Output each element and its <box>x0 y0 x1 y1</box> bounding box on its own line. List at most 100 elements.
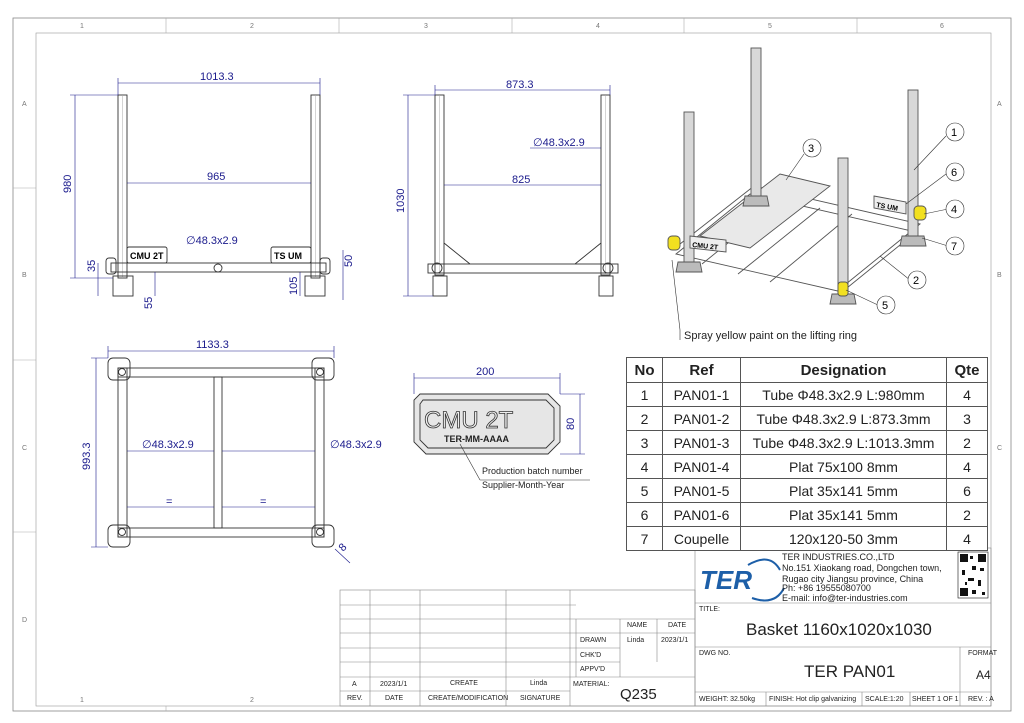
balloon-5: 5 <box>882 300 888 312</box>
plate-width: 200 <box>476 366 494 378</box>
bom-cell: Coupelle <box>662 526 741 551</box>
company-logo: TER <box>700 565 752 595</box>
bom-cell: 4 <box>626 454 663 479</box>
top-overall-depth: 993.3 <box>81 442 93 470</box>
company-name: TER INDUSTRIES.CO.,LTD <box>782 552 895 562</box>
zone-row-b-right: B <box>997 272 1002 279</box>
top-overall-width: 1133.3 <box>196 339 229 351</box>
bom-cell: Plat 75x100 8mm <box>740 454 947 479</box>
bom-cell: Tube Φ48.3x2.9 L:873.3mm <box>740 406 947 431</box>
bom-cell: Tube Φ48.3x2.9 L:1013.3mm <box>740 430 947 455</box>
bom-cell: 5 <box>626 478 663 503</box>
bom-cell: PAN01-5 <box>662 478 741 503</box>
revision-signer: Linda <box>530 680 548 687</box>
plate-note-supplier: Supplier-Month-Year <box>482 480 564 490</box>
title-label: TITLE: <box>699 606 721 613</box>
bom-header-ref: Ref <box>662 357 741 383</box>
balloon-4: 4 <box>951 204 957 216</box>
bom-header-designation: Designation <box>740 357 947 383</box>
name-label: NAME <box>627 622 648 629</box>
bom-cell: 120x120-50 3mm <box>740 526 947 551</box>
iso-plate-right: TS UM <box>876 202 899 213</box>
col-rev: REV. <box>347 695 363 702</box>
date-label: DATE <box>668 622 687 629</box>
zone-col-1-bottom: 1 <box>80 697 84 704</box>
zone-row-b: B <box>22 272 27 279</box>
revision-action: CREATE <box>450 680 478 687</box>
top-equal-right: = <box>260 496 266 508</box>
sheet-count: SHEET 1 OF 1 <box>912 696 959 703</box>
bom-cell: 4 <box>946 382 988 407</box>
bom-cell: PAN01-1 <box>662 382 741 407</box>
company-address-2: Rugao city Jiangsu province, China <box>782 574 924 584</box>
bom-cell: Tube Φ48.3x2.9 L:980mm <box>740 382 947 407</box>
side-tube-label: ∅48.3x2.9 <box>533 137 585 149</box>
finish: FINISH: Hot clip galvanizing <box>769 696 857 703</box>
bom-cell: 2 <box>626 406 663 431</box>
ter-logo-mark <box>747 558 785 602</box>
top-tube-right: ∅48.3x2.9 <box>330 439 382 451</box>
format-value: A4 <box>976 668 991 682</box>
front-foot-35: 35 <box>86 260 98 272</box>
bom-cell: 3 <box>626 430 663 455</box>
company-address-1: No.151 Xiaokang road, Dongchen town, <box>782 563 942 573</box>
col-date: DATE <box>385 695 404 702</box>
drawing-number: TER PAN01 <box>804 662 896 681</box>
zone-col-6: 6 <box>940 23 944 30</box>
zone-col-1: 1 <box>80 23 84 30</box>
front-foot-105: 105 <box>288 277 300 295</box>
qr-code <box>957 551 989 599</box>
side-height: 1030 <box>395 189 407 213</box>
zone-col-2-bottom: 2 <box>250 697 254 704</box>
front-foot-55: 55 <box>143 297 155 309</box>
plate-code: TER-MM-AAAA <box>444 434 509 444</box>
checked-label: CHK'D <box>580 652 602 659</box>
plate-detail <box>413 393 561 455</box>
iso-plate-left: CMU 2T <box>692 242 719 252</box>
front-view <box>105 94 331 297</box>
front-tube-label: ∅48.3x2.9 <box>186 235 238 247</box>
side-overall-width: 873.3 <box>506 79 534 91</box>
balloon-6: 6 <box>951 167 957 179</box>
front-height: 980 <box>62 175 74 193</box>
drawn-date: 2023/1/1 <box>661 637 689 644</box>
bom-header-no: No <box>626 357 663 383</box>
bom-cell: 4 <box>946 454 988 479</box>
bom-cell: 1 <box>626 382 663 407</box>
zone-col-3: 3 <box>424 23 428 30</box>
balloon-2: 2 <box>913 275 919 287</box>
front-foot-50: 50 <box>343 255 355 267</box>
bom-cell: 2 <box>946 430 988 455</box>
side-inner-width: 825 <box>512 174 530 186</box>
revision-a: A <box>352 681 357 688</box>
company-phone: Ph: +86 19555080700 <box>782 583 871 593</box>
zone-row-d: D <box>22 617 27 624</box>
side-view <box>427 94 619 297</box>
bom-cell: 6 <box>626 502 663 527</box>
plate-title: CMU 2T <box>424 407 514 434</box>
front-plate-right: TS UM <box>274 251 302 261</box>
plate-height: 80 <box>565 418 577 430</box>
balloon-7: 7 <box>951 241 957 253</box>
iso-paint-note: Spray yellow paint on the lifting ring <box>684 330 857 342</box>
drawn-label: DRAWN <box>580 637 607 644</box>
front-overall-width: 1013.3 <box>200 71 234 83</box>
dwg-no-label: DWG NO. <box>699 650 731 657</box>
bom-cell: 6 <box>946 478 988 503</box>
zone-col-5: 5 <box>768 23 772 30</box>
col-create-modification: CREATE/MODIFICATION <box>428 695 509 702</box>
material-label: MATERIAL: <box>573 681 610 688</box>
weight: WEIGHT: 32.50kg <box>699 696 756 703</box>
top-equal-left: = <box>166 496 172 508</box>
zone-row-c: C <box>22 445 27 452</box>
bom-cell: 2 <box>946 502 988 527</box>
approved-label: APPV'D <box>580 666 606 673</box>
bom-cell: PAN01-4 <box>662 454 741 479</box>
